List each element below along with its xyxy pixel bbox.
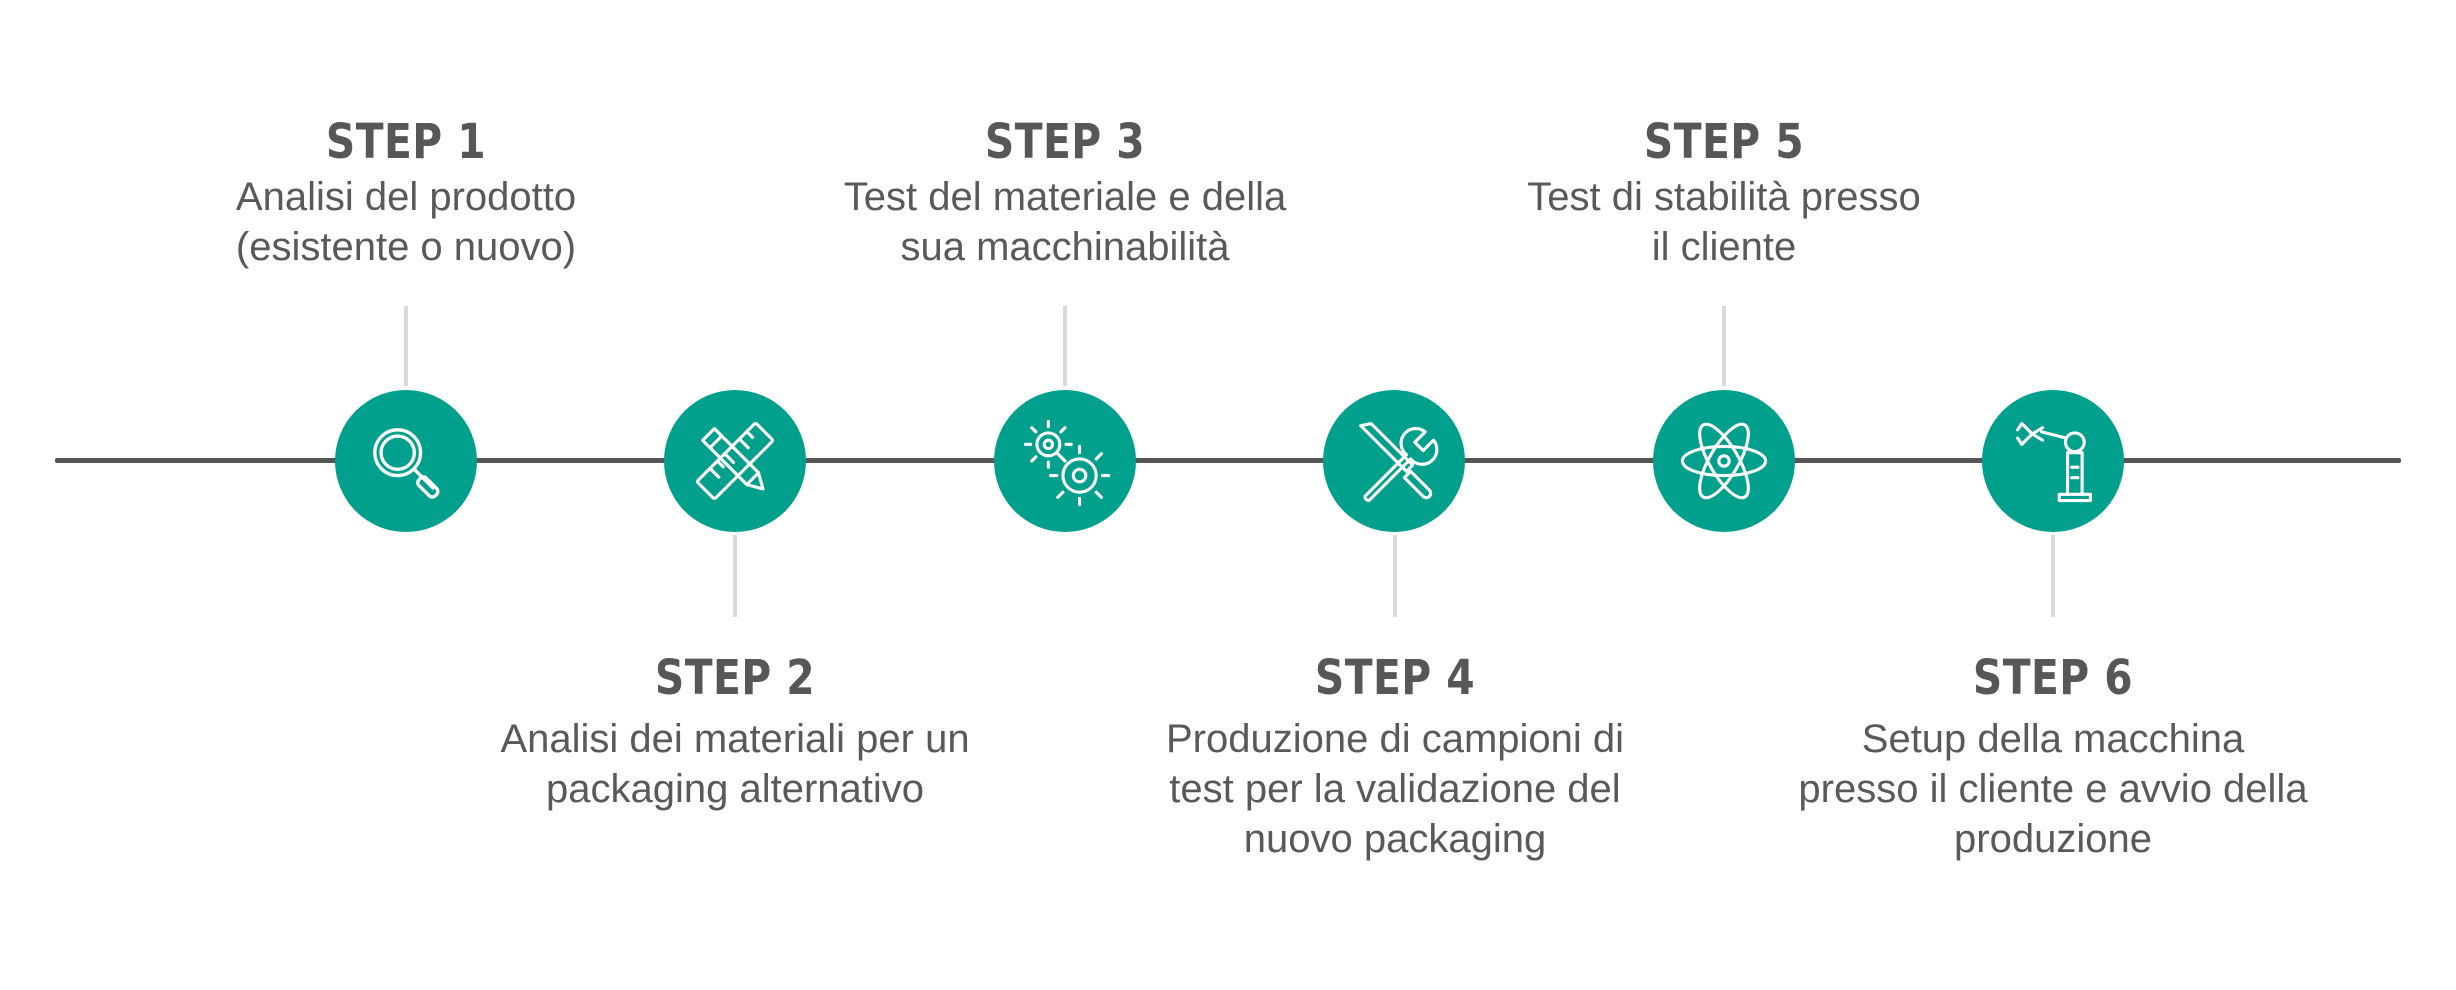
step-4-description: Produzione di campioni di test per la va… [1165,717,1625,861]
step-5-circle [1653,390,1795,532]
step-4-circle [1323,390,1465,532]
step-2: STEP 2 Analisi dei materiali per un pack… [435,648,1035,814]
step-3: STEP 3 Test del materiale e della sua ma… [765,112,1365,272]
step-6-circle [1982,390,2124,532]
step-2-title: STEP 2 [654,650,816,706]
magnifier-icon [373,428,440,499]
step-6-description: Setup della macchina presso il cliente e… [1798,717,2308,861]
connector-step-2 [733,535,737,617]
step-5-title: STEP 5 [1643,114,1805,170]
step-5: STEP 5 Test di stabilità presso il clien… [1424,112,2024,272]
step-3-circle [994,390,1136,532]
connector-step-6 [2051,535,2055,617]
step-3-title: STEP 3 [984,114,1146,170]
connector-step-3 [1063,306,1067,386]
connector-step-1 [404,306,408,386]
step-3-description: Test del materiale e della sua macchinab… [843,175,1287,269]
connector-step-5 [1722,306,1726,386]
step-1: STEP 1 Analisi del prodotto (esistente o… [106,112,706,272]
wrench-screwdriver-icon [1359,422,1439,503]
step-6-title: STEP 6 [1972,650,2134,706]
ruler-pencil-icon [696,422,774,500]
step-2-description: Analisi dei materiali per un packaging a… [500,717,970,811]
step-1-title: STEP 1 [325,114,487,170]
step-1-circle [335,390,477,532]
step-6: STEP 6 Setup della macchina presso il cl… [1753,648,2353,864]
gears-icon [1023,419,1111,507]
step-2-circle [664,390,806,532]
robotic-arm-icon [2016,422,2092,503]
connector-step-4 [1393,535,1397,617]
step-4: STEP 4 Produzione di campioni di test pe… [1095,648,1695,864]
atom-icon [1680,422,1768,500]
step-4-title: STEP 4 [1314,650,1476,706]
step-5-description: Test di stabilità presso il cliente [1527,175,1921,269]
step-1-description: Analisi del prodotto (esistente o nuovo) [235,175,577,269]
timeline-line [55,458,2401,463]
